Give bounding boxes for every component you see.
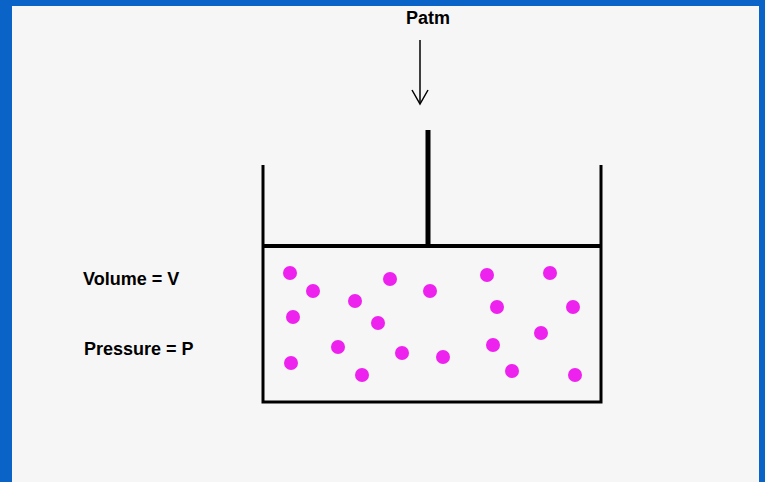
volume-label: Volume = V [83, 270, 179, 290]
gas-molecules [283, 266, 582, 382]
gas-molecule [568, 368, 582, 382]
gas-molecule [306, 284, 320, 298]
gas-molecule [348, 294, 362, 308]
gas-molecule [284, 356, 298, 370]
arrow-head [412, 90, 428, 104]
gas-molecule [486, 338, 500, 352]
gas-molecule [490, 300, 504, 314]
cylinder-wall [263, 165, 601, 402]
background-panel: PatmVolume = V Pressure = P [12, 6, 759, 482]
gas-molecule [423, 284, 437, 298]
gas-molecule [566, 300, 580, 314]
piston-rod [426, 130, 431, 246]
gas-molecule [395, 346, 409, 360]
pressure-label: Patm [406, 9, 450, 29]
gas-molecule [543, 266, 557, 280]
gas-molecule [383, 272, 397, 286]
gas-molecule [480, 268, 494, 282]
piston-plate [263, 244, 601, 248]
gas-molecule [534, 326, 548, 340]
gas-molecule [331, 340, 345, 354]
gas-molecule [286, 310, 300, 324]
pressure-arrow [419, 40, 421, 103]
pressure-label: Pressure = P [84, 340, 194, 360]
gas-molecule [371, 316, 385, 330]
piston-illustration [12, 6, 759, 482]
gas-molecule [436, 350, 450, 364]
gas-molecule [505, 364, 519, 378]
gas-molecule [355, 368, 369, 382]
gas-molecule [283, 266, 297, 280]
